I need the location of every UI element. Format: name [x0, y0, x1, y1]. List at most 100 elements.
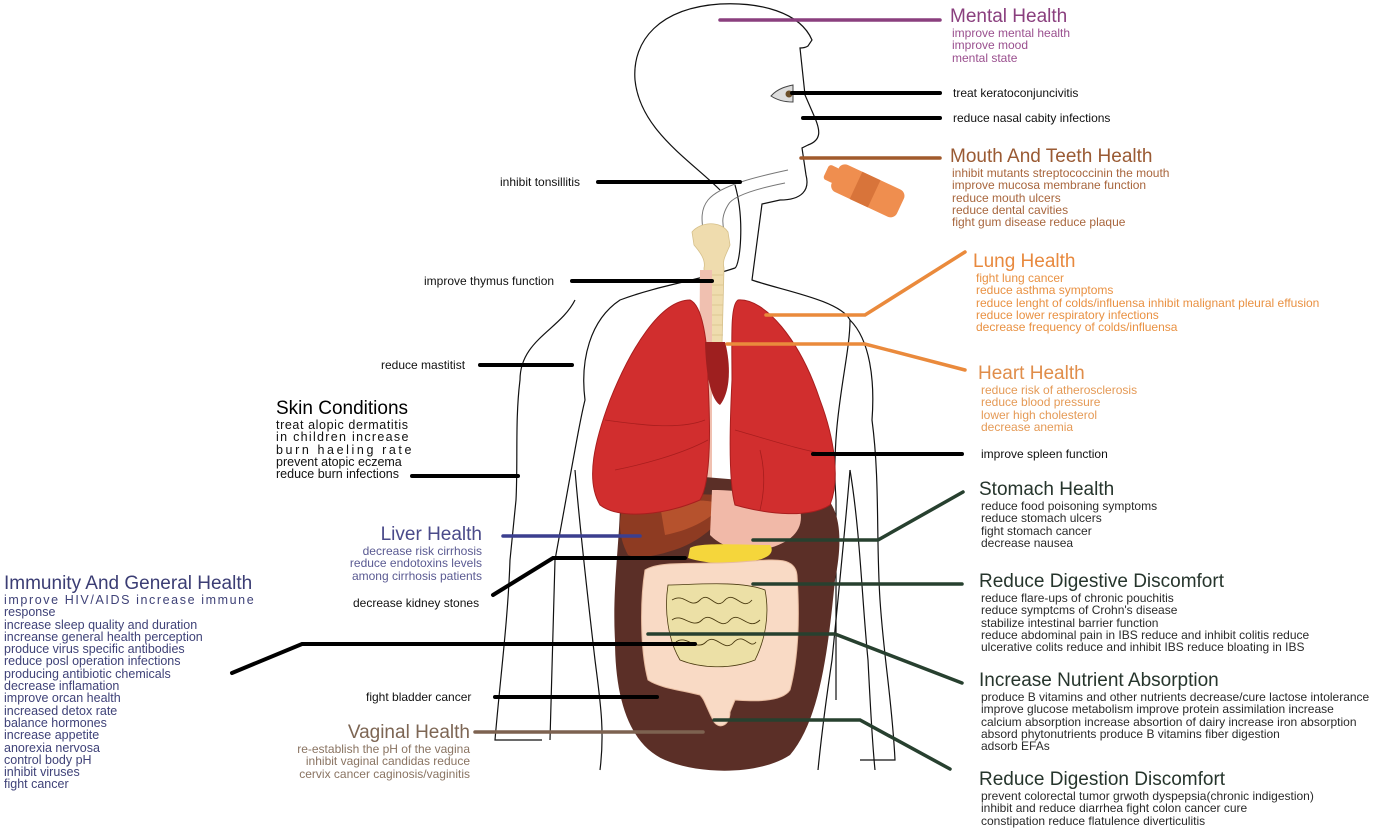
benefit-item: improve orcan health [4, 691, 121, 706]
label-thymus: improve thymus function [424, 274, 555, 288]
benefit-item: reduce food poisoning symptoms [981, 499, 1158, 513]
right-lung [592, 299, 710, 515]
benefit-item: producing antibiotic chemicals [4, 666, 171, 681]
label-mastitis: reduce mastitist [381, 358, 466, 372]
benefit-item: decrease inflamation [4, 679, 120, 694]
benefit-item: increase appetite [4, 728, 100, 743]
group-digestion-discomfort: Reduce Digestion Discomfort prevent colo… [979, 769, 1314, 827]
group-liver-health: Liver Health decrease risk cirrhosis red… [330, 524, 482, 582]
benefit-item: reduce abdominal pain in IBS reduce and … [981, 627, 1310, 642]
group-vaginal-health: Vaginal Health re-establish the pH of th… [250, 722, 470, 780]
benefit-item: among cirrhosis patients [351, 568, 482, 583]
benefit-item: reduce risk of atherosclerosis [981, 383, 1138, 397]
callout-immunity [230, 642, 697, 675]
group-heart-health: Heart Health reduce risk of atherosclero… [978, 363, 1137, 433]
benefit-item: reduce asthma symptoms [976, 283, 1114, 298]
benefit-item: decrease anemia [981, 419, 1074, 434]
benefit-item: burn haeling rate [276, 442, 415, 457]
benefit-item: improve mucosa membrane function [952, 178, 1147, 193]
group-title: Lung Health [973, 251, 1076, 272]
heart [705, 342, 729, 405]
benefit-item: stabilize intestinal barrier function [981, 615, 1159, 630]
benefit-item: fight lung cancer [976, 271, 1065, 285]
callout-heart [725, 342, 967, 372]
liver-highlight [660, 500, 722, 535]
benefit-item: improve mood [952, 38, 1029, 53]
group-title: Mouth And Teeth Health [950, 146, 1153, 167]
bottle-icon [823, 164, 905, 218]
benefit-item: inhibit vaginal candidas reduce [305, 754, 470, 769]
benefit-item: reduce burn infections [276, 467, 399, 482]
benefit-item: calcium absorption increase absortion of… [981, 714, 1357, 729]
benefit-item: constipation reduce flatulence diverticu… [981, 813, 1206, 828]
benefit-item: mental state [952, 50, 1018, 65]
label-eye: treat keratoconjuncivitis [953, 86, 1079, 100]
group-title: Skin Conditions [276, 398, 409, 419]
benefit-item: reduce endotoxins levels [349, 556, 482, 571]
benefit-item: reduce dental cavities [952, 202, 1069, 217]
benefit-item: in children increase [276, 430, 410, 445]
group-title: Vaginal Health [347, 722, 470, 743]
benefit-item: inhibit mutants streptococcinin the mout… [952, 166, 1170, 180]
left-lung [729, 299, 836, 515]
callout-digestion [712, 718, 952, 771]
group-lung-health: Lung Health fight lung cancer reduce ast… [973, 251, 1319, 333]
benefit-item: response [4, 605, 56, 620]
group-immunity-general-health: Immunity And General Health improve HIV/… [4, 573, 255, 791]
label-kidney: decrease kidney stones [353, 596, 480, 610]
benefit-item: reduce symptcms of Crohn's disease [981, 603, 1178, 618]
callout-stomach [751, 490, 965, 542]
benefit-item: increased detox rate [4, 703, 118, 718]
benefit-item: anorexia nervosa [4, 740, 100, 755]
pharynx-tubes [701, 169, 789, 231]
benefit-item: decrease risk cirrhosis [362, 544, 482, 558]
label-spleen: improve spleen function [981, 447, 1108, 461]
group-mental-health: Mental Health improve mental health impr… [950, 6, 1070, 64]
benefit-item: improve mental health [952, 26, 1071, 40]
benefit-item: increase sleep quality and duration [4, 617, 198, 632]
benefit-item: inhibit and reduce diarrhea fight colon … [981, 801, 1248, 816]
pancreas [688, 544, 772, 564]
benefit-item: ulcerative colits reduce and inhibit IBS… [981, 640, 1305, 655]
benefit-item: cervix cancer caginosis/vaginitis [299, 766, 470, 781]
label-tonsil: inhibit tonsillitis [500, 175, 581, 189]
benefit-item: reduce flare-ups of chronic pouchitis [981, 591, 1174, 605]
benefit-item: reduce blood pressure [981, 395, 1101, 410]
group-title: Heart Health [978, 363, 1085, 384]
callout-nutrient [646, 632, 964, 685]
benefit-item: decrease frequency of colds/influensa [976, 320, 1178, 335]
group-title: Immunity And General Health [4, 573, 253, 594]
benefit-item: increanse general health perception [4, 629, 203, 644]
benefit-item: reduce mouth ulcers [952, 190, 1061, 205]
benefit-item: fight gum disease reduce plaque [952, 215, 1126, 230]
benefit-item: reduce stomach ulcers [981, 511, 1102, 526]
eye-icon [770, 84, 794, 103]
benefit-item: inhibit viruses [4, 765, 80, 780]
group-title: Mental Health [950, 6, 1068, 27]
group-title: Liver Health [380, 524, 482, 545]
benefit-item: improve HIV/AIDS increase immune [4, 593, 256, 607]
group-nutrient-absorption: Increase Nutrient Absorption produce B v… [979, 670, 1369, 752]
group-title: Stomach Health [979, 479, 1115, 500]
benefit-item: prevent atopic eczema [276, 454, 402, 469]
benefit-item: adsorb EFAs [981, 739, 1050, 754]
callout-lung [764, 250, 967, 317]
benefit-item: reduce posl operation infections [4, 654, 181, 669]
benefit-item: balance hormones [4, 715, 107, 730]
callout-kidney [491, 556, 687, 597]
label-bladder: fight bladder cancer [366, 690, 472, 704]
benefit-item: decrease nausea [981, 535, 1074, 550]
group-title: Reduce Digestive Discomfort [979, 571, 1224, 592]
benefit-item: prevent colorectal tumor grwoth dyspepsi… [981, 789, 1314, 803]
group-title: Increase Nutrient Absorption [979, 670, 1219, 691]
small-intestine [666, 583, 768, 668]
benefit-item: fight cancer [4, 777, 69, 792]
benefit-item: produce virus specific antibodies [4, 642, 185, 657]
label-nose: reduce nasal cabity infections [953, 111, 1111, 125]
benefit-item: reduce lenght of colds/influensa inhibit… [976, 295, 1320, 310]
body-outline [494, 3, 896, 771]
benefit-item: improve glucose metabolism improve prote… [981, 702, 1334, 717]
group-mouth-health: Mouth And Teeth Health inhibit mutants s… [950, 146, 1169, 228]
benefit-item: treat alopic dermatitis [276, 418, 409, 432]
